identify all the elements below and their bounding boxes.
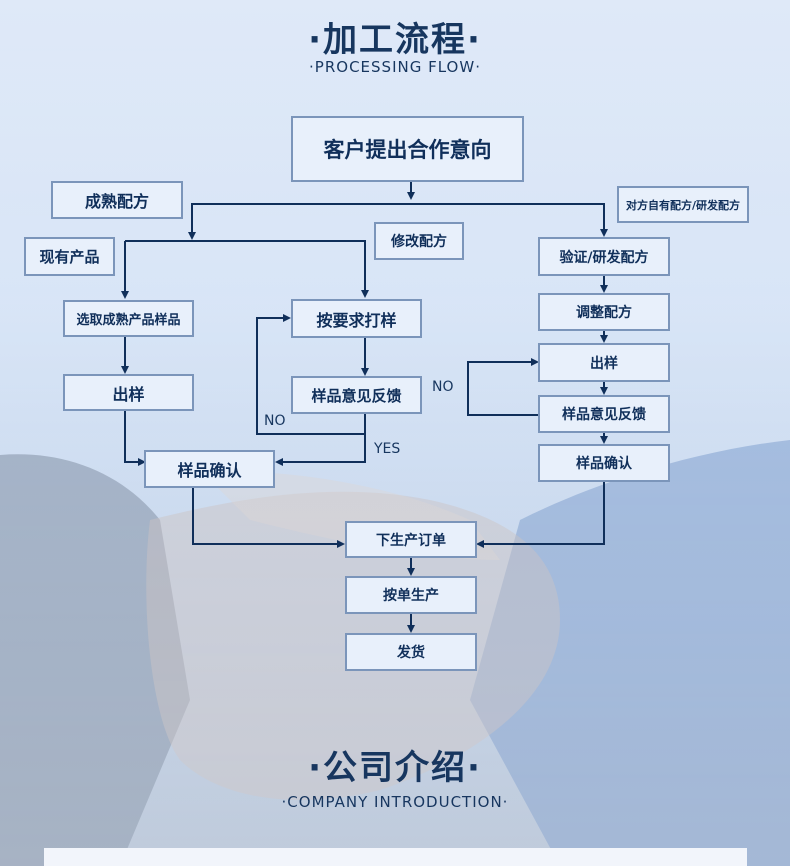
node-feedback-mid: 样品意见反馈	[291, 376, 422, 414]
node-adjust-formula: 调整配方	[538, 293, 670, 331]
label-no-right: NO	[432, 379, 454, 395]
node-select-sample: 选取成熟产品样品	[63, 300, 194, 337]
node-confirm-right: 样品确认	[538, 444, 670, 482]
node-modify-formula: 修改配方	[374, 222, 464, 260]
node-confirm-left: 样品确认	[144, 450, 275, 488]
node-make-by-requirement: 按要求打样	[291, 299, 422, 338]
section-title-cn: ·加工流程·	[308, 20, 482, 60]
node-verify-formula: 验证/研发配方	[538, 237, 670, 276]
node-customer-intent: 客户提出合作意向	[291, 116, 524, 182]
node-production-order: 下生产订单	[345, 521, 477, 558]
node-mature-formula: 成熟配方	[51, 181, 183, 219]
node-sample-right: 出样	[538, 343, 670, 382]
label-no-mid: NO	[264, 413, 286, 429]
node-existing-product: 现有产品	[24, 237, 115, 276]
node-own-formula: 对方自有配方/研发配方	[617, 186, 749, 223]
intro-content-panel	[44, 848, 747, 866]
label-yes-mid: YES	[374, 441, 401, 457]
company-intro-title-en: ·COMPANY INTRODUCTION·	[281, 793, 509, 811]
section-title-en: ·PROCESSING FLOW·	[309, 58, 481, 76]
node-produce-by-order: 按单生产	[345, 576, 477, 614]
company-intro-title-cn: ·公司介绍·	[308, 748, 482, 788]
node-ship: 发货	[345, 633, 477, 671]
node-feedback-right: 样品意见反馈	[538, 395, 670, 433]
node-sample-left: 出样	[63, 374, 194, 411]
